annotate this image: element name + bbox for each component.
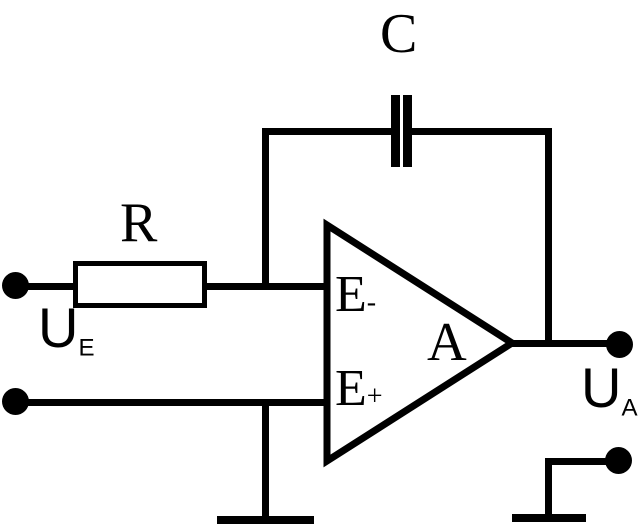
wire-opamp-output: [510, 340, 620, 347]
input-voltage-label: UE: [38, 300, 95, 361]
terminal-input-bottom-icon: [2, 388, 29, 415]
resistor-body-icon: [73, 261, 207, 308]
wire-resistor-to-opamp: [207, 283, 329, 290]
noninverting-input-label: E+: [335, 363, 383, 415]
capacitor-plate-left-icon: [391, 95, 400, 167]
noninverting-input-sign: +: [366, 381, 383, 412]
output-voltage-base: U: [581, 356, 622, 419]
wire-feedback-top-right: [412, 128, 552, 135]
wire-feedback-down-right: [545, 128, 552, 347]
terminal-output-ref-icon: [605, 447, 632, 474]
opamp-gain-label: A: [427, 311, 467, 372]
wire-feedback-down-left: [262, 128, 269, 290]
capacitor-label: C: [380, 3, 418, 65]
input-voltage-base: U: [38, 296, 79, 359]
wire-output-ref: [545, 458, 619, 465]
inverting-input-base: E: [335, 266, 367, 323]
resistor-label: R: [120, 192, 158, 254]
wire-input2-ground-stub: [262, 399, 269, 520]
wire-output-ref-ground-stub: [545, 458, 552, 520]
ground-bar-right-icon: [512, 514, 586, 522]
ground-bar-left-icon: [217, 516, 314, 524]
wire-feedback-top-left: [262, 128, 393, 135]
wire-input1-to-resistor: [14, 283, 74, 290]
capacitor-plate-right-icon: [403, 95, 412, 167]
output-voltage-sub: A: [621, 394, 638, 422]
inverting-input-sign: -: [366, 287, 377, 318]
input-voltage-sub: E: [78, 334, 95, 362]
output-voltage-label: UA: [581, 360, 638, 421]
terminal-output-icon: [606, 331, 633, 358]
inverting-input-label: E-: [335, 269, 376, 321]
opamp-triangle-shape: [323, 218, 519, 468]
terminal-input-top-icon: [2, 272, 29, 299]
wire-input2-to-opamp: [14, 399, 329, 406]
noninverting-input-base: E: [335, 360, 367, 417]
